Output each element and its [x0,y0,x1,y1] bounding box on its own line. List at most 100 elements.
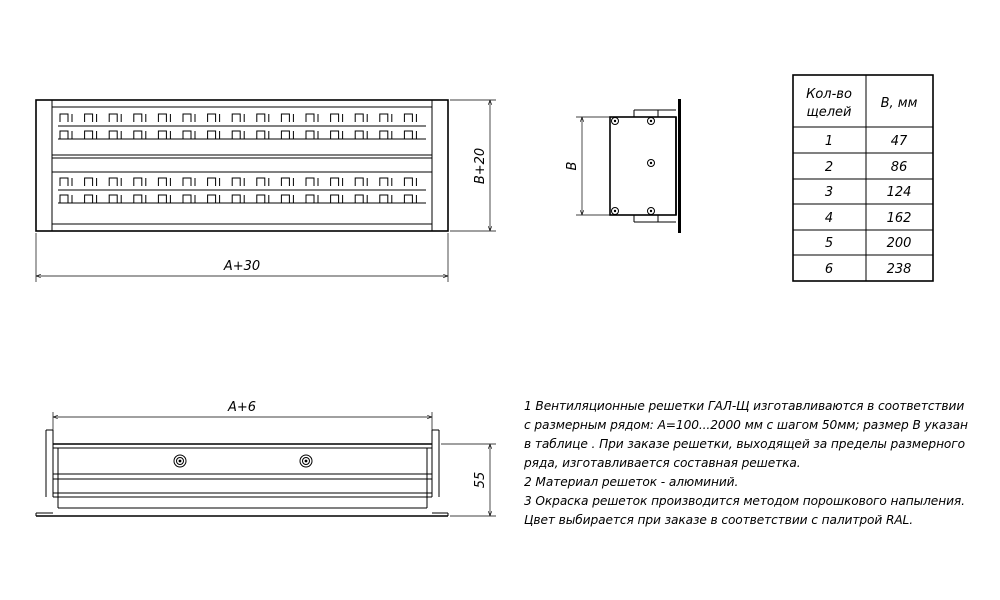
note-line: Цвет выбирается при заказе в соответстви… [524,513,914,527]
louver-blade [182,194,192,203]
louver-blade [157,113,167,122]
table-cell-slots: 5 [825,236,833,251]
front-height-label: B+20 [473,148,488,184]
louver-blade [256,130,266,139]
louver-blade [207,194,217,203]
table-cell-b: 86 [891,160,908,175]
louver-blade [280,130,290,139]
louver-blade [84,194,94,203]
note-line: с размерным рядом: А=100...2000 мм с шаг… [524,418,968,432]
table-cell-slots: 2 [825,160,833,175]
table-cell-b: 162 [887,211,912,226]
louver-blade [354,113,364,122]
louver-blade [256,113,266,122]
louver-blade [108,113,118,122]
louver-blade [157,177,167,186]
slot-size-table: Кол-во щелей B, мм 1 47 2 86 3 124 4 162… [792,74,934,282]
louver-blade [330,194,340,203]
louver-blade [133,177,143,186]
louver-blade [157,130,167,139]
screw-icon [173,454,187,468]
louver-blade [84,130,94,139]
louver-blade [305,194,315,203]
rivet-icon [611,207,619,215]
table-cell-b: 200 [887,236,912,251]
table-header-slots-line2: щелей [807,105,852,120]
table-cell-b: 124 [887,185,912,200]
table-cell-b: 238 [887,262,912,277]
louver-blade [59,113,69,122]
louver-blade [133,130,143,139]
bottom-height-label: 55 [473,472,488,489]
louver-blade [330,113,340,122]
louver-blade [133,194,143,203]
bottom-width-dimension: A+6 [52,400,433,430]
rivet-icon [647,207,655,215]
louver-blade [280,113,290,122]
screw-icon [299,454,313,468]
louver-blade [231,130,241,139]
table-cell-slots: 3 [825,185,833,200]
louver-blade [207,177,217,186]
louver-blade [59,130,69,139]
louver-blade [108,194,118,203]
louver-blade [354,130,364,139]
louver-blade [207,113,217,122]
louver-blade [354,177,364,186]
louver-blade [256,177,266,186]
louver-blade [182,113,192,122]
louver-blades [59,113,417,203]
louver-blade [379,130,389,139]
louver-blade [379,177,389,186]
louver-blade [305,130,315,139]
rivet-icon [611,117,619,125]
louver-blade [403,194,413,203]
note-line: ряда, изготавливается составная решетка. [524,456,801,470]
louver-blade [403,177,413,186]
front-view [35,99,449,232]
louver-blade [256,194,266,203]
louver-blade [231,177,241,186]
side-height-dimension: B [565,116,610,216]
louver-blade [280,194,290,203]
louver-blade [305,113,315,122]
front-height-dimension: B+20 [450,99,496,232]
drawing-notes: 1 Вентиляционные решетки ГАЛ-Щ изготавли… [524,397,984,530]
table-header-slots-line1: Кол-во [806,87,852,102]
louver-blade [330,130,340,139]
louver-blade [59,194,69,203]
side-view [609,99,681,233]
rivet-icon [647,117,655,125]
table-cell-slots: 4 [825,211,833,226]
louver-blade [182,130,192,139]
louver-blade [108,177,118,186]
louver-blade [231,194,241,203]
louver-blade [84,113,94,122]
note-line: 1 Вентиляционные решетки ГАЛ-Щ изготавли… [524,399,965,413]
louver-blade [280,177,290,186]
louver-blade [379,194,389,203]
note-line: в таблице . При заказе решетки, выходяще… [524,437,965,451]
note-line: 2 Материал решеток - алюминий. [524,475,739,489]
louver-blade [108,130,118,139]
bottom-view [35,429,449,517]
louver-blade [379,113,389,122]
front-width-label: A+30 [223,259,260,274]
louver-blade [354,194,364,203]
side-height-label: B [565,161,580,170]
louver-blade [403,130,413,139]
bottom-width-label: A+6 [227,400,256,415]
louver-blade [133,113,143,122]
louver-blade [330,177,340,186]
louver-blade [231,113,241,122]
bottom-height-dimension: 55 [441,443,496,517]
louver-blade [84,177,94,186]
louver-blade [403,113,413,122]
note-line: 3 Окраска решеток производится методом п… [524,494,965,508]
table-header-b: B, мм [881,96,918,111]
table-cell-slots: 6 [825,262,833,277]
table-cell-b: 47 [891,134,908,149]
rivet-icon [647,159,655,167]
front-width-dimension: A+30 [35,233,449,282]
